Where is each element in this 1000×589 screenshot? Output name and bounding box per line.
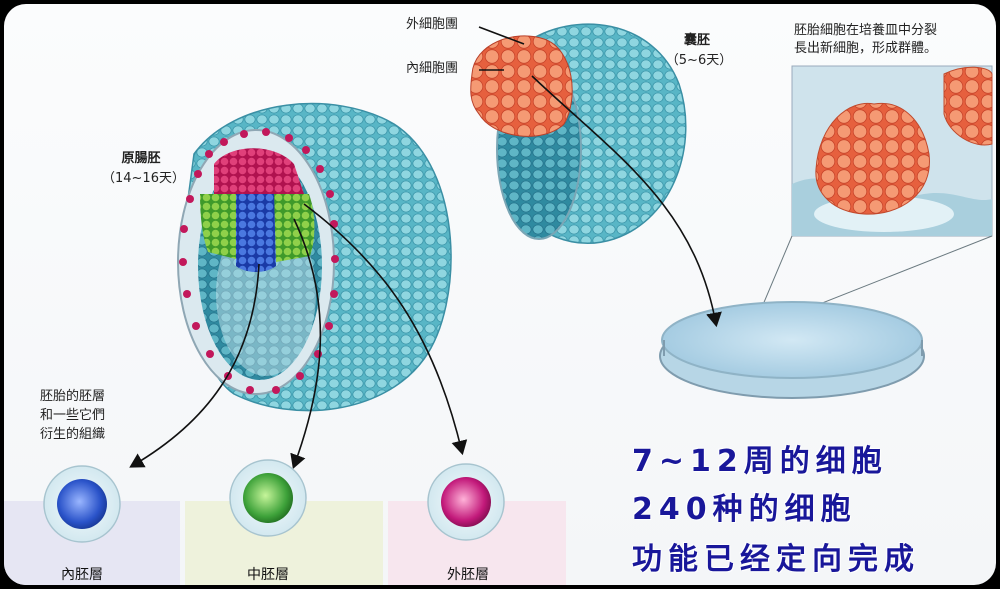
headline-line1: 7~12周的细胞 [632, 444, 888, 479]
endoderm-label: 內胚層 [61, 567, 103, 583]
culture-note-line2: 長出新細胞，形成群體。 [794, 41, 938, 56]
mesoderm-cell [229, 459, 307, 537]
ectoderm-label: 外胚層 [447, 567, 489, 583]
outer-mass-label: 外細胞團 [406, 17, 459, 32]
petri-dish [659, 301, 925, 399]
headline-line3: 功能已经定向完成 [632, 542, 920, 577]
gastrula-days: （14~16天） [102, 171, 185, 186]
culture-note-line1: 胚胎細胞在培養皿中分裂 [794, 23, 938, 38]
diagram-art [43, 23, 993, 543]
illustration: 外細胞團 內細胞團 囊胚 （5~6天） 原腸胚 （14~16天） 胚胎細胞在培養… [4, 4, 996, 585]
gastrula-sphere [177, 102, 452, 412]
germ-note-line3: 衍生的組織 [40, 427, 106, 442]
endoderm-cell [43, 465, 121, 543]
mesoderm-label: 中胚層 [247, 567, 289, 583]
ectoderm-cell [427, 463, 505, 541]
blastocyst-sphere [470, 23, 687, 244]
germ-note-line2: 和一些它們 [40, 408, 106, 423]
flow-arrows [129, 26, 722, 470]
culture-inset [753, 65, 993, 327]
blastocyst-days: （5~6天） [665, 53, 733, 68]
inner-mass-label: 內細胞團 [406, 61, 459, 76]
gastrula-title: 原腸胚 [121, 151, 161, 166]
germ-note-line1: 胚胎的胚層 [40, 389, 106, 404]
blastocyst-title: 囊胚 [683, 33, 710, 48]
headline-line2: 240种的细胞 [632, 492, 857, 527]
